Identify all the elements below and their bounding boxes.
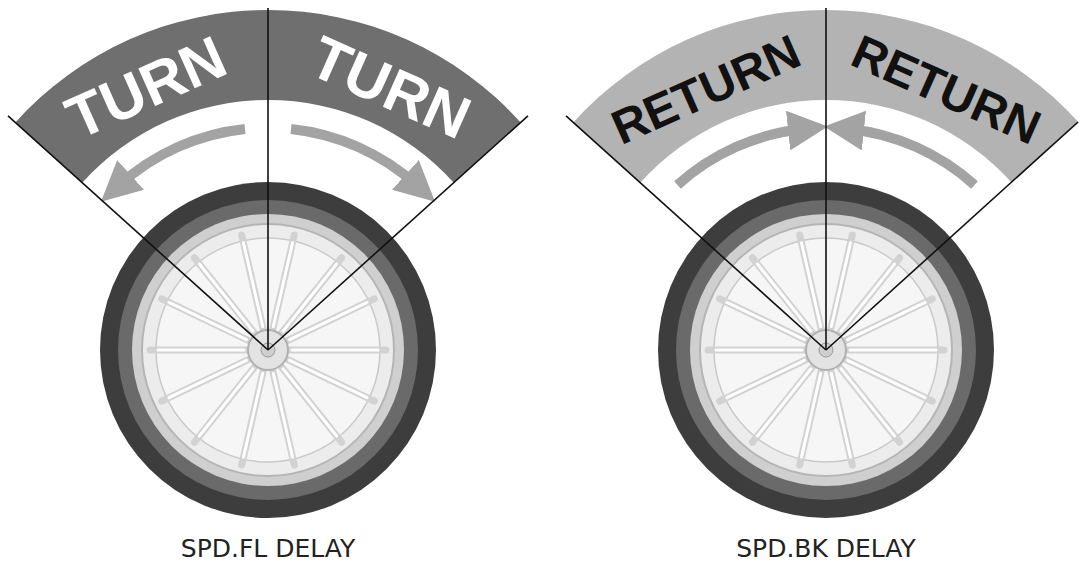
- turn-arrow: [120, 129, 246, 185]
- delay-caption: SPD.BK DELAY: [736, 536, 916, 561]
- delay-caption: SPD.FL DELAY: [181, 536, 355, 561]
- turn-arrow: [291, 129, 417, 185]
- return-wheel: [566, 8, 1079, 518]
- return-arrow: [678, 129, 804, 185]
- return-arrow: [849, 129, 975, 185]
- turn-wheel: [8, 8, 528, 518]
